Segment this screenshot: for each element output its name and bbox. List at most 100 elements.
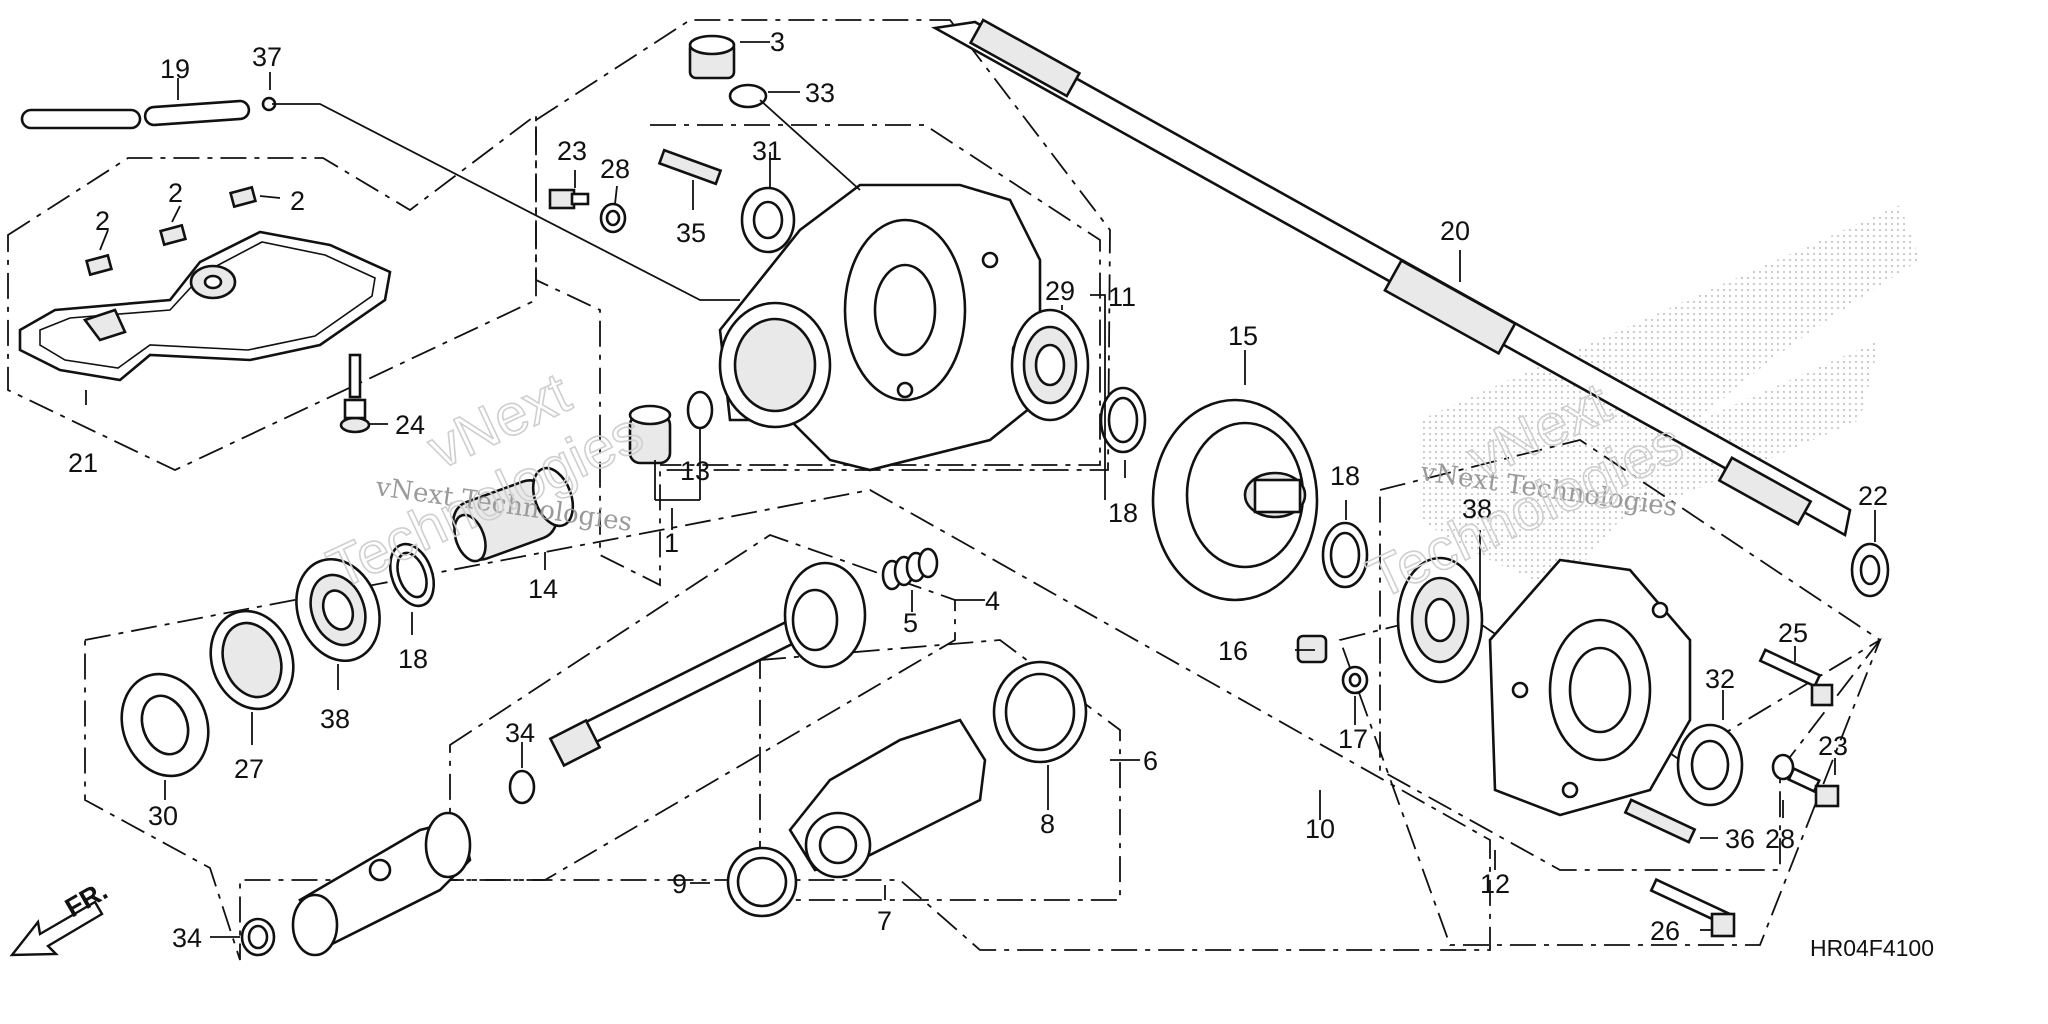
callout-17: 17	[1338, 724, 1368, 754]
diagram-code: HR04F4100	[1810, 935, 1934, 961]
callout-18-a: 18	[1108, 498, 1138, 528]
part-28-washer-top	[599, 202, 627, 234]
part-29-bearing	[1010, 308, 1090, 422]
part-16-plug	[1296, 634, 1328, 664]
callout-23-b: 23	[1818, 731, 1848, 761]
part-25-bolt	[1758, 648, 1834, 707]
callout-31: 31	[752, 136, 782, 166]
part-20-shaft	[931, 18, 1852, 538]
part-needle-bearing	[628, 404, 672, 465]
part-21-cover	[18, 230, 392, 382]
callout-26: 26	[1650, 916, 1680, 946]
part-31-oil-seal	[740, 186, 796, 254]
callout-28-a: 28	[600, 154, 630, 184]
part-18-shim-left	[388, 542, 436, 608]
part-17-washer	[1341, 665, 1369, 695]
part-36-stud	[1623, 798, 1697, 844]
callout-8: 8	[1040, 809, 1055, 839]
callout-32: 32	[1705, 664, 1735, 694]
part-24-bolt	[339, 353, 371, 434]
callout-12: 12	[1480, 869, 1510, 899]
part-12-cover	[1488, 558, 1692, 817]
group-6-boundary	[759, 639, 1121, 901]
part-14-pinion-gear	[452, 466, 575, 563]
part-32-oil-seal	[1676, 723, 1744, 807]
part-2-rubber-b	[158, 223, 188, 247]
part-9-band	[726, 846, 798, 918]
callout-2-c: 2	[290, 186, 305, 216]
callout-4: 4	[985, 586, 1000, 616]
part-19-tube	[20, 99, 251, 130]
front-arrow-icon	[9, 900, 104, 957]
callout-9: 9	[672, 869, 687, 899]
group-11-boundary	[650, 124, 1101, 466]
part-22-oil-seal	[1850, 542, 1890, 598]
callout-3: 3	[770, 27, 785, 57]
callout-15: 15	[1228, 321, 1258, 351]
part-8-band	[992, 660, 1088, 764]
callout-19: 19	[160, 54, 190, 84]
callout-7: 7	[877, 906, 892, 936]
callout-5: 5	[903, 608, 918, 638]
callout-28-b: 28	[1765, 824, 1795, 854]
group-21-boundary	[7, 113, 537, 471]
part-2-rubber-a	[84, 253, 114, 277]
callout-37: 37	[252, 42, 282, 72]
group-10-boundary	[1338, 609, 1882, 946]
part-26-bolt	[1649, 877, 1736, 938]
callout-33: 33	[805, 78, 835, 108]
callout-1: 1	[664, 528, 679, 558]
callout-24: 24	[395, 410, 425, 440]
callout-21: 21	[68, 448, 98, 478]
group-big-left-boundary	[84, 489, 1491, 961]
callout-38-b: 38	[1462, 494, 1492, 524]
callout-30: 30	[148, 801, 178, 831]
callout-6: 6	[1143, 746, 1158, 776]
part-joint	[291, 811, 472, 957]
callout-22: 22	[1858, 481, 1888, 511]
group-1-boundary	[535, 19, 1111, 587]
part-23-bolt-right	[1787, 766, 1840, 808]
part-5-spring	[881, 547, 939, 591]
callout-34-a: 34	[505, 718, 535, 748]
part-33-o-ring	[728, 83, 768, 109]
callout-27: 27	[234, 754, 264, 784]
group-12-boundary	[1379, 439, 1882, 871]
part-38-bearing-left	[295, 557, 381, 663]
part-13-circlip	[686, 390, 714, 430]
part-23-bolt-top	[548, 188, 590, 210]
callout-10: 10	[1305, 814, 1335, 844]
callout-11: 11	[1108, 282, 1136, 312]
callout-20: 20	[1440, 216, 1470, 246]
front-marker: FR.	[60, 875, 113, 923]
part-18-shim-mid	[1099, 386, 1147, 454]
callout-2-a: 2	[95, 206, 110, 236]
part-34-ring-a	[508, 769, 536, 805]
part-28-washer-right	[1771, 753, 1795, 781]
callout-14: 14	[528, 574, 558, 604]
part-34-ring-b	[240, 917, 276, 957]
callout-35: 35	[676, 218, 706, 248]
callout-2-b: 2	[168, 178, 183, 208]
callout-16: 16	[1218, 636, 1248, 666]
part-4-shaft	[548, 561, 867, 768]
callout-25: 25	[1778, 618, 1808, 648]
part-11-gear-case	[718, 183, 1042, 472]
part-15-ring-gear	[1151, 398, 1319, 602]
callout-18-b: 18	[1330, 461, 1360, 491]
callout-29: 29	[1045, 276, 1075, 306]
callout-13: 13	[680, 456, 710, 486]
callout-34-b: 34	[172, 923, 202, 953]
part-27-locknut	[209, 609, 295, 711]
part-38-bearing-right	[1396, 556, 1484, 684]
part-2-rubber-c	[228, 185, 258, 209]
part-35-stud	[657, 148, 723, 186]
part-7-boot	[788, 718, 987, 879]
callout-18-c: 18	[398, 644, 428, 674]
callout-36: 36	[1725, 824, 1755, 854]
part-30-oil-seal	[120, 672, 210, 778]
part-3-cap	[688, 34, 736, 80]
shading-area	[1420, 205, 1920, 590]
callout-23-a: 23	[557, 136, 587, 166]
